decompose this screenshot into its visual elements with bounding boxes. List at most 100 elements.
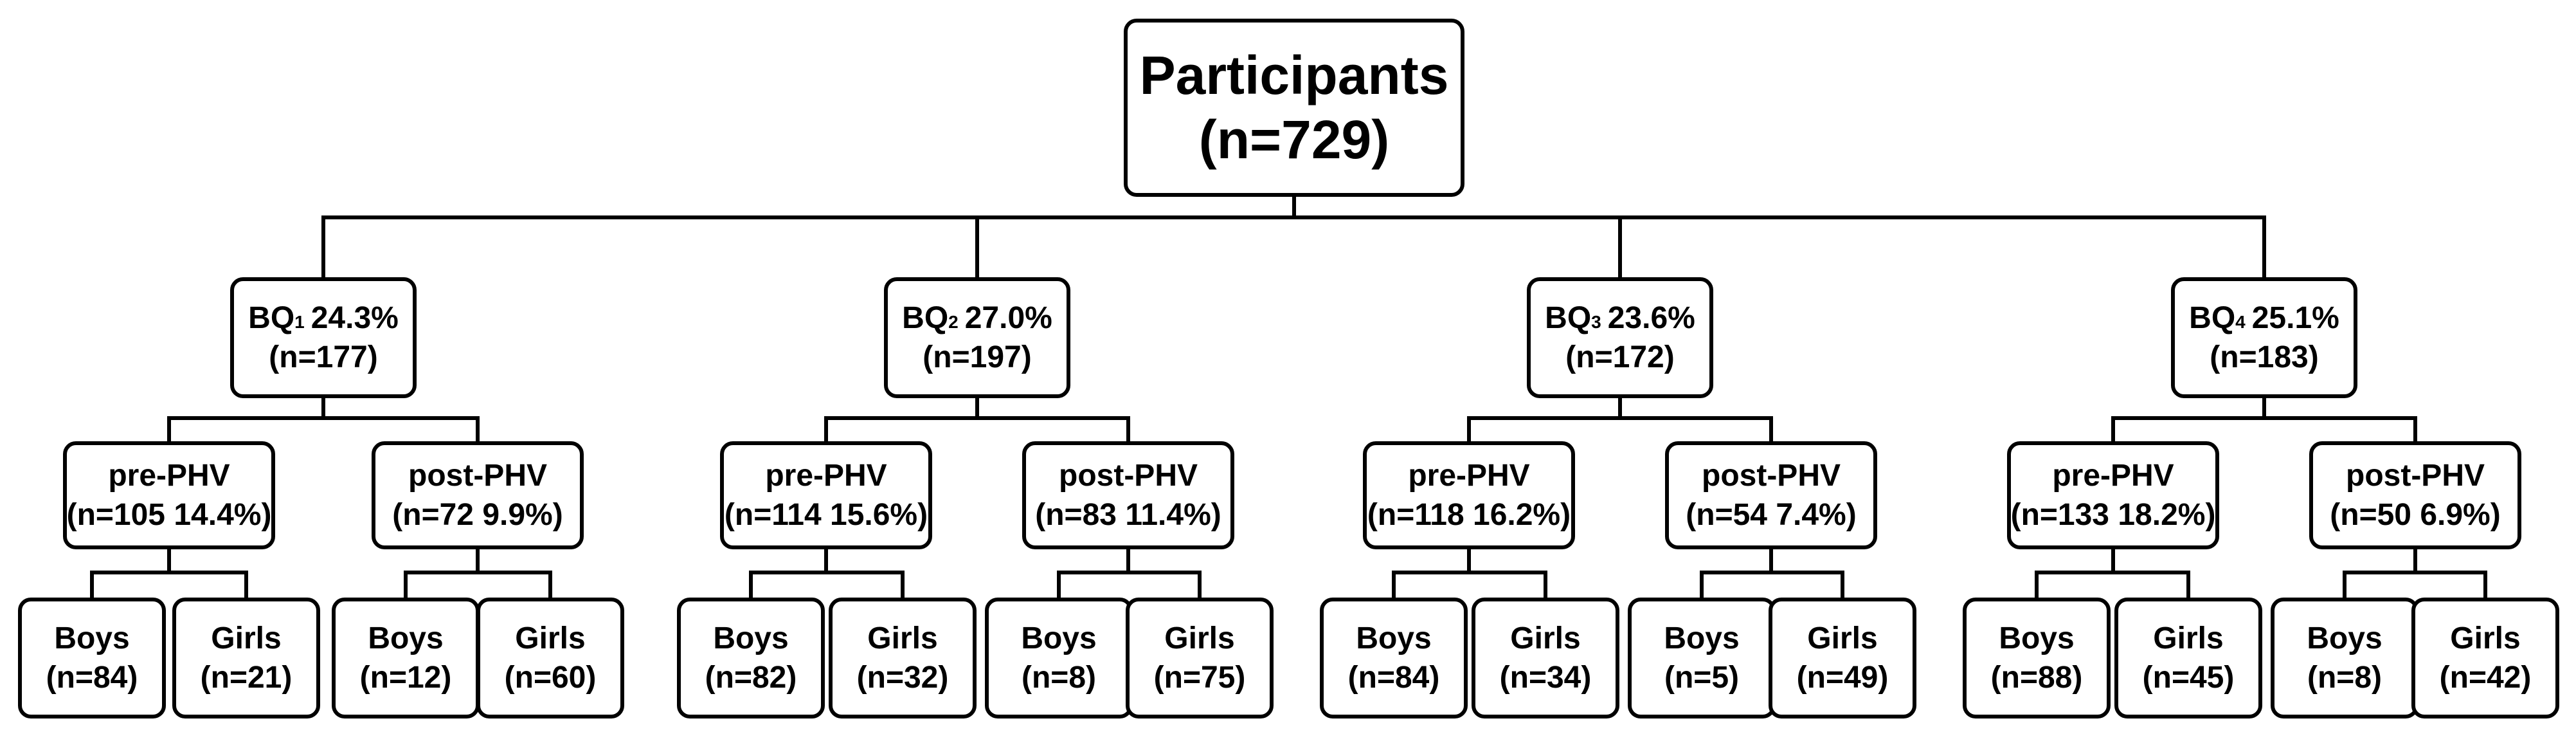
bq1-post-boys-label: Boys bbox=[368, 621, 444, 655]
bq3-pre-phv-label: pre-PHV bbox=[1408, 458, 1530, 493]
bq4-subscript: 4 bbox=[2235, 311, 2246, 332]
bq4-pre-phv-node: pre-PHV (n=133 18.2%) bbox=[2007, 441, 2219, 549]
bq3-pre-boys-label: Boys bbox=[1356, 621, 1432, 655]
bq2-pre-boys-count: (n=82) bbox=[705, 661, 797, 695]
bq2-post-girls-label: Girls bbox=[1164, 621, 1235, 655]
bq4-pre-phv-stat: (n=133 18.2%) bbox=[2010, 498, 2216, 532]
bq1-label: BQ bbox=[248, 300, 295, 335]
bq1-pre-girls-label: Girls bbox=[211, 621, 282, 655]
bq2-subscript: 2 bbox=[948, 311, 959, 332]
bq4-pre-boys-count: (n=88) bbox=[1990, 661, 2083, 695]
bq3-post-phv-stat: (n=54 7.4%) bbox=[1686, 498, 1857, 532]
bq1-post-boys-count: (n=12) bbox=[359, 661, 452, 695]
bq3-post-girls-node: Girls (n=49) bbox=[1769, 598, 1916, 718]
bq3-pre-girls-label: Girls bbox=[1510, 621, 1581, 655]
bq1-pre-girls-count: (n=21) bbox=[200, 661, 293, 695]
participants-title: Participants bbox=[1139, 45, 1449, 106]
bq2-pre-girls-node: Girls (n=32) bbox=[829, 598, 977, 718]
bq2-percent: 27.0% bbox=[964, 300, 1052, 335]
bq3-percent: 23.6% bbox=[1607, 300, 1695, 335]
bq1-post-girls-node: Girls (n=60) bbox=[476, 598, 624, 718]
bq2-count: (n=197) bbox=[923, 340, 1032, 374]
bq2-label: BQ bbox=[902, 300, 949, 335]
bq4-label: BQ bbox=[2189, 300, 2236, 335]
bq2-post-girls-node: Girls (n=75) bbox=[1126, 598, 1274, 718]
bq1-pre-girls-node: Girls (n=21) bbox=[172, 598, 320, 718]
bq4-pre-boys-label: Boys bbox=[1999, 621, 2075, 655]
participants-node: Participants (n=729) bbox=[1124, 19, 1464, 197]
bq2-pre-girls-count: (n=32) bbox=[856, 661, 949, 695]
bq4-pre-boys-node: Boys (n=88) bbox=[1963, 598, 2111, 718]
bq2-post-boys-count: (n=8) bbox=[1021, 661, 1096, 695]
bq4-percent: 25.1% bbox=[2251, 300, 2339, 335]
bq3-subscript: 3 bbox=[1591, 311, 1601, 332]
bq2-pre-phv-node: pre-PHV (n=114 15.6%) bbox=[720, 441, 932, 549]
bq2-post-phv-stat: (n=83 11.4%) bbox=[1035, 498, 1221, 532]
bq4-post-boys-count: (n=8) bbox=[2307, 661, 2382, 695]
bq3-post-girls-count: (n=49) bbox=[1796, 661, 1889, 695]
bq4-post-boys-label: Boys bbox=[2307, 621, 2382, 655]
bq3-post-boys-count: (n=5) bbox=[1664, 661, 1739, 695]
bq3-label: BQ bbox=[1545, 300, 1592, 335]
bq3-post-girls-label: Girls bbox=[1807, 621, 1878, 655]
bq4-post-boys-node: Boys (n=8) bbox=[2271, 598, 2418, 718]
bq2-pre-girls-label: Girls bbox=[867, 621, 938, 655]
bq3-pre-girls-count: (n=34) bbox=[1499, 661, 1592, 695]
bq1-percent: 24.3% bbox=[311, 300, 399, 335]
bq3-pre-boys-node: Boys (n=84) bbox=[1320, 598, 1468, 718]
bq4-post-phv-node: post-PHV (n=50 6.9%) bbox=[2309, 441, 2521, 549]
bq3-pre-phv-stat: (n=118 16.2%) bbox=[1367, 498, 1571, 532]
bq4-post-phv-label: post-PHV bbox=[2346, 458, 2485, 493]
bq1-pre-phv-node: pre-PHV (n=105 14.4%) bbox=[63, 441, 275, 549]
bq2-post-boys-node: Boys (n=8) bbox=[985, 598, 1133, 718]
bq3-post-phv-node: post-PHV (n=54 7.4%) bbox=[1665, 441, 1877, 549]
bq4-post-girls-node: Girls (n=42) bbox=[2411, 598, 2559, 718]
bq4-pre-girls-count: (n=45) bbox=[2142, 661, 2235, 695]
bq2-post-phv-label: post-PHV bbox=[1059, 458, 1198, 493]
bq1-post-boys-node: Boys (n=12) bbox=[332, 598, 480, 718]
bq3-count: (n=172) bbox=[1565, 340, 1675, 374]
bq2-post-girls-count: (n=75) bbox=[1153, 661, 1246, 695]
bq1-pre-boys-count: (n=84) bbox=[46, 661, 138, 695]
bq1-post-girls-label: Girls bbox=[515, 621, 586, 655]
bq1-pre-boys-node: Boys (n=84) bbox=[18, 598, 166, 718]
bq1-pre-phv-stat: (n=105 14.4%) bbox=[66, 498, 272, 532]
bq1-post-phv-label: post-PHV bbox=[408, 458, 547, 493]
bq4-post-girls-count: (n=42) bbox=[2439, 661, 2532, 695]
bq2-pre-boys-label: Boys bbox=[713, 621, 789, 655]
bq4-count: (n=183) bbox=[2210, 340, 2319, 374]
bq3-pre-boys-count: (n=84) bbox=[1347, 661, 1440, 695]
bq4-post-girls-label: Girls bbox=[2450, 621, 2521, 655]
bq1-pre-phv-label: pre-PHV bbox=[108, 458, 230, 493]
bq1-post-phv-node: post-PHV (n=72 9.9%) bbox=[372, 441, 584, 549]
bq3-pre-phv-node: pre-PHV (n=118 16.2%) bbox=[1363, 441, 1575, 549]
bq3-post-boys-node: Boys (n=5) bbox=[1628, 598, 1776, 718]
bq4-pre-girls-label: Girls bbox=[2153, 621, 2224, 655]
bq1-subscript: 1 bbox=[294, 311, 305, 332]
bq3-post-boys-label: Boys bbox=[1664, 621, 1740, 655]
bq1-count: (n=177) bbox=[269, 340, 378, 374]
participants-count: (n=729) bbox=[1198, 109, 1390, 170]
bq3-pre-girls-node: Girls (n=34) bbox=[1472, 598, 1619, 718]
bq1-pre-boys-label: Boys bbox=[54, 621, 130, 655]
bq4-pre-phv-label: pre-PHV bbox=[2052, 458, 2174, 493]
bq3-post-phv-label: post-PHV bbox=[1702, 458, 1841, 493]
bq2-post-boys-label: Boys bbox=[1021, 621, 1097, 655]
bq4-post-phv-stat: (n=50 6.9%) bbox=[2330, 498, 2501, 532]
bq2-post-phv-node: post-PHV (n=83 11.4%) bbox=[1022, 441, 1234, 549]
bq2-pre-phv-stat: (n=114 15.6%) bbox=[724, 498, 928, 532]
bq1-post-phv-stat: (n=72 9.9%) bbox=[392, 498, 563, 532]
bq2-pre-phv-label: pre-PHV bbox=[765, 458, 887, 493]
bq1-post-girls-count: (n=60) bbox=[504, 661, 597, 695]
bq2-pre-boys-node: Boys (n=82) bbox=[677, 598, 825, 718]
bq4-pre-girls-node: Girls (n=45) bbox=[2114, 598, 2262, 718]
